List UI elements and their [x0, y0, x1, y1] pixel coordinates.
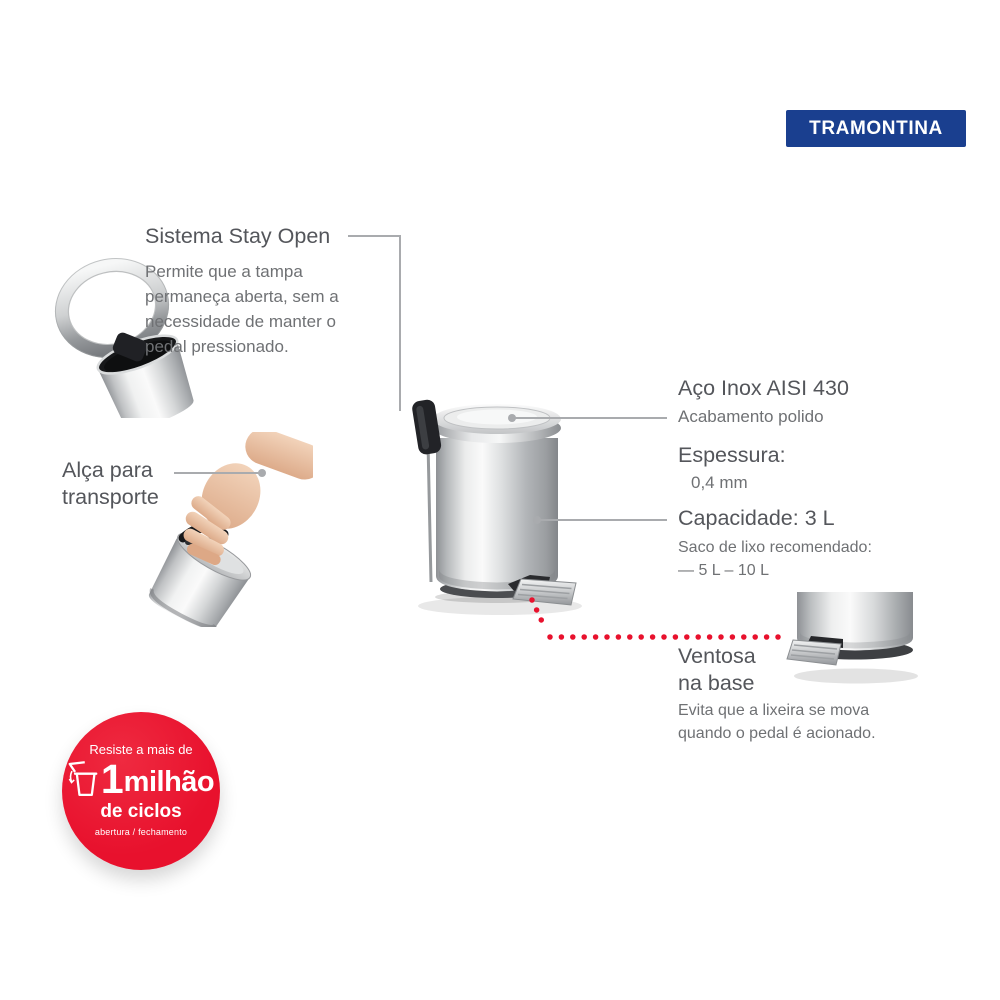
thickness-value: 0,4 mm: [691, 473, 748, 492]
badge-word: milhão: [123, 766, 215, 798]
badge-middle-text: de ciclos: [100, 801, 182, 822]
tramontina-logo-text: TRAMONTINA: [809, 117, 943, 139]
badge-top-text: Resiste a mais de: [89, 742, 193, 757]
open-bin-hinge: [112, 332, 148, 362]
bin-hinge: [412, 399, 442, 455]
badge-number: 1: [100, 755, 124, 802]
badge-main-row: 1 milhão: [68, 755, 215, 802]
forearm: [245, 432, 313, 480]
bin-lift-rod: [426, 441, 433, 583]
base-pedal-ridges: [790, 644, 838, 660]
handle-title: Alça para transporte: [62, 458, 159, 509]
bin-hinge-highlight: [416, 405, 430, 450]
base-bin-shadow: [794, 668, 918, 684]
bin-body: [436, 438, 558, 592]
open-lid-bin-image: [54, 257, 194, 418]
base-bin-body: [797, 592, 913, 651]
capacity-range: — 5 L – 10 L: [678, 562, 770, 579]
suction-description: Evita que a lixeira se mova quando o ped…: [678, 702, 876, 742]
material-subtitle: Acabamento polido: [678, 407, 824, 426]
bin-lid-highlight: [457, 409, 537, 425]
carried-bin-base: [149, 588, 217, 627]
finger-1: [191, 496, 231, 530]
finger-3: [183, 528, 224, 557]
finger-4: [186, 543, 221, 566]
stay-open-description: Permite que a tampa permaneça aberta, se…: [145, 262, 339, 356]
stay-open-title: Sistema Stay Open: [145, 224, 331, 248]
durability-badge: Resiste a mais de 1 milhão de ciclos abe…: [62, 712, 220, 870]
tramontina-logo: TRAMONTINA: [786, 110, 966, 147]
pedal-ridges: [517, 583, 572, 600]
badge-bottom-text: abertura / fechamento: [94, 827, 188, 837]
capacity-subtitle: Saco de lixo recomendado:: [678, 539, 872, 556]
thickness-title: Espessura:: [678, 443, 786, 467]
hand-carry-image: [148, 432, 313, 627]
main-bin-image: [412, 399, 582, 615]
bin-cycle-icon: [68, 761, 98, 797]
suction-title: Ventosa na base: [678, 644, 756, 695]
capacity-title: Capacidade: 3 L: [678, 506, 835, 530]
material-title: Aço Inox AISI 430: [678, 376, 849, 400]
finger-2: [185, 511, 229, 545]
carried-bin-body: [148, 538, 251, 627]
base-bin-image: [786, 592, 918, 684]
